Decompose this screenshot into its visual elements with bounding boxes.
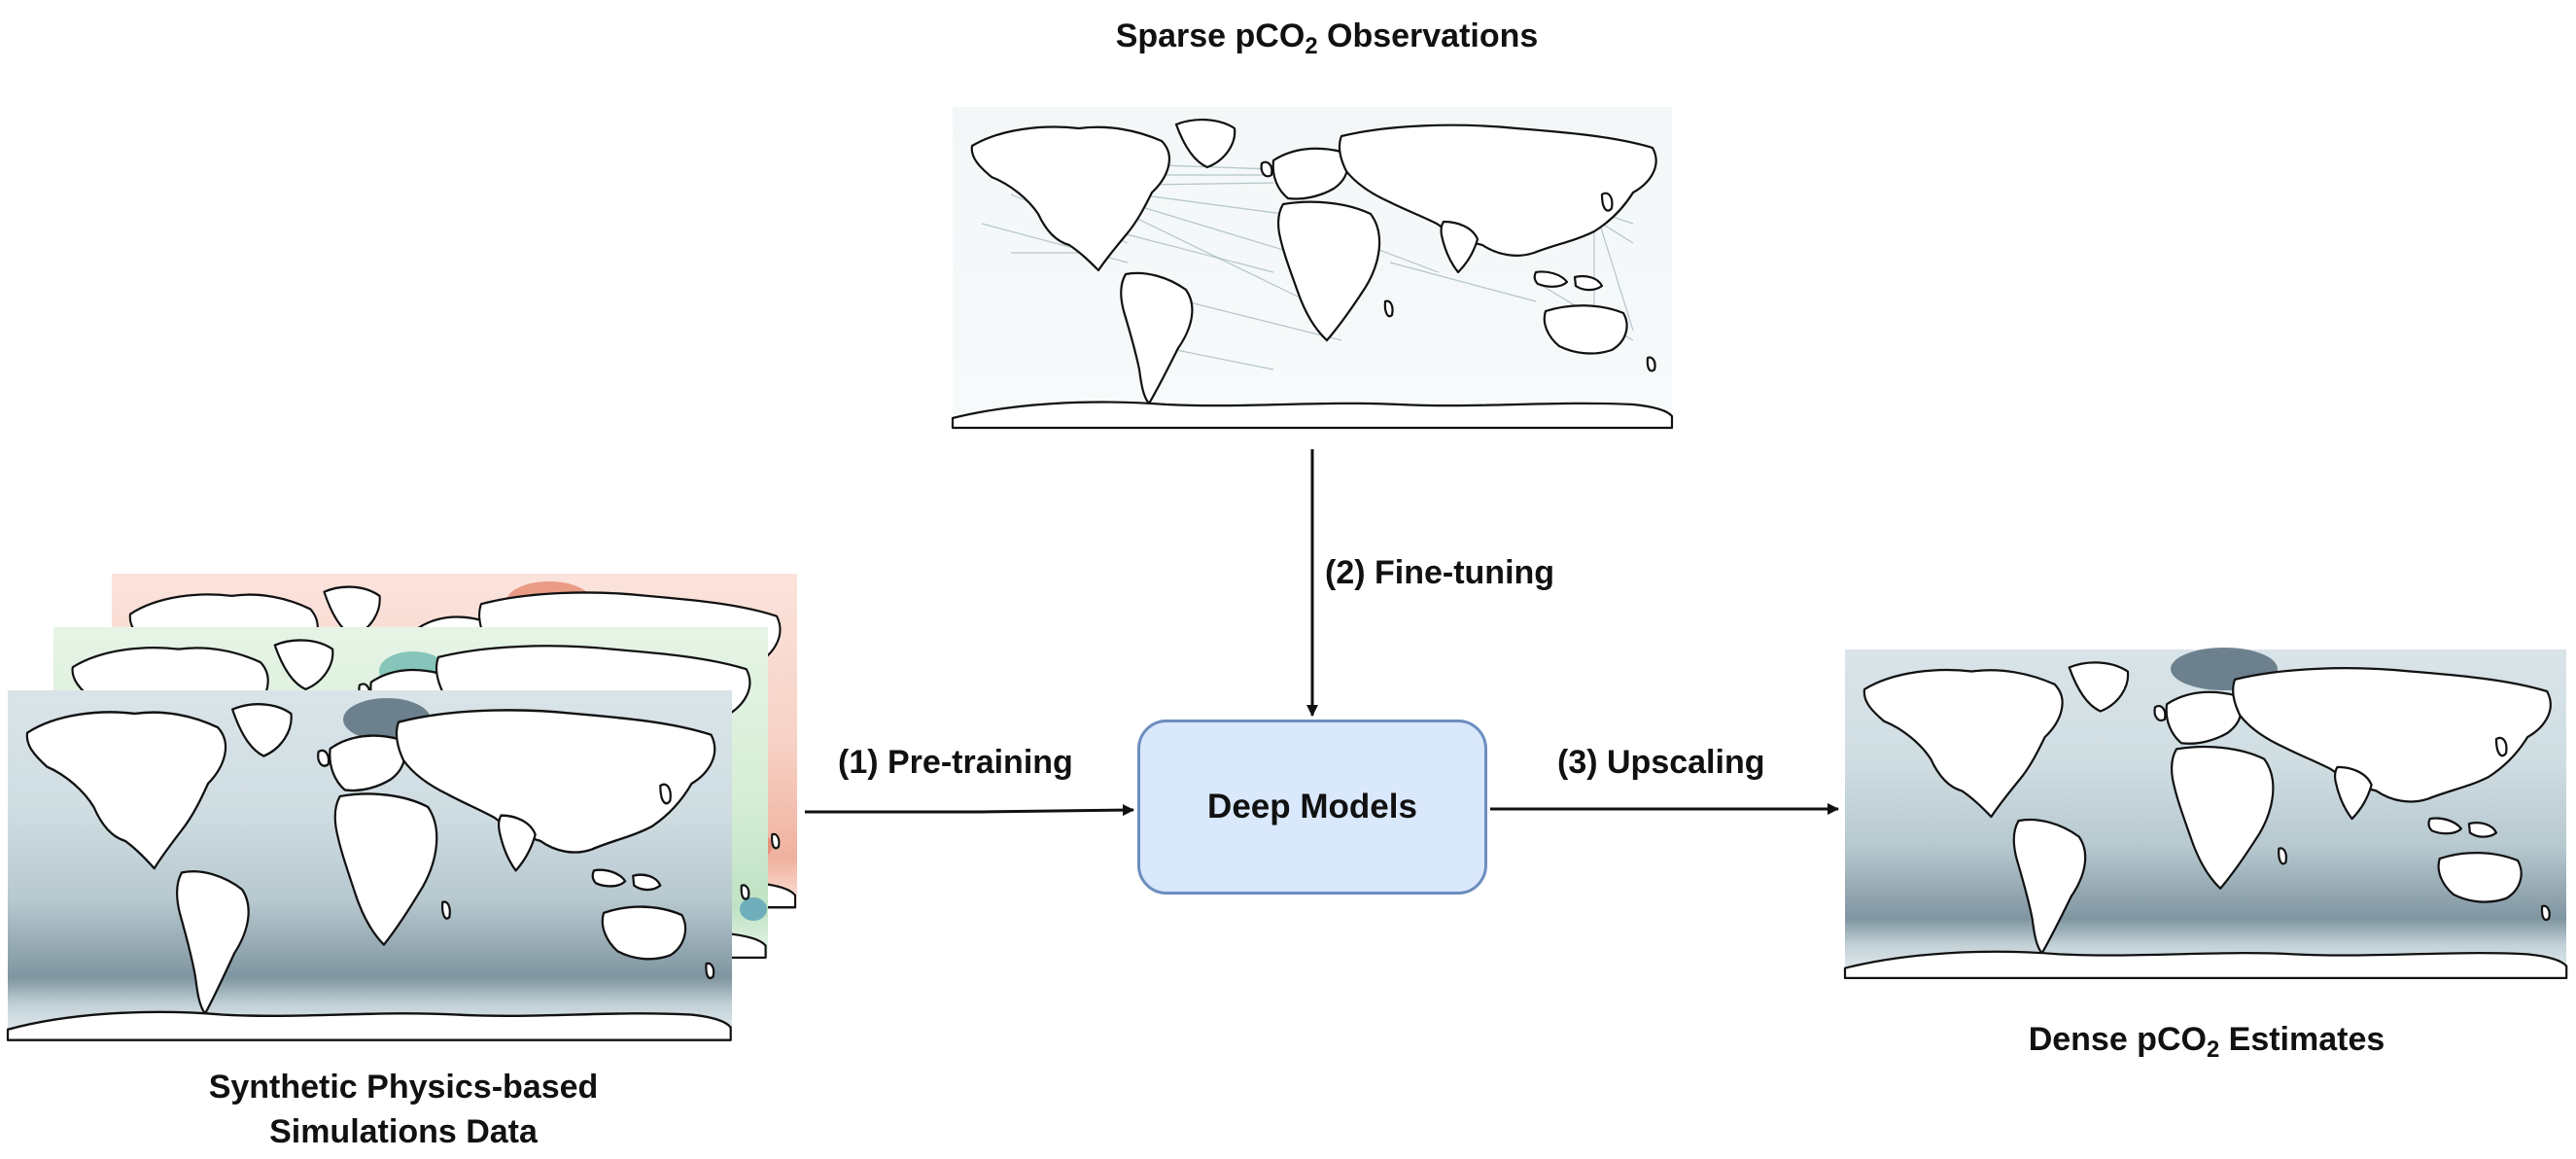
- right-map-caption: Dense pCO2 Estimates: [1915, 1021, 2498, 1064]
- top-map-title: Sparse pCO2 Observations: [1050, 18, 1604, 60]
- top-title-sub: 2: [1305, 33, 1318, 60]
- deep-models-label: Deep Models: [1207, 788, 1417, 825]
- sparse-observations-map: [951, 107, 1674, 430]
- deep-models-box: Deep Models: [1137, 720, 1487, 895]
- left-caption-line1: Synthetic Physics-based: [208, 1069, 599, 1106]
- pretraining-label: (1) Pre-training: [838, 744, 1073, 781]
- left-caption-line2: Simulations Data: [269, 1113, 538, 1150]
- right-caption-sub: 2: [2206, 1036, 2220, 1064]
- finetuning-label: (2) Fine-tuning: [1325, 554, 1555, 591]
- top-title-main: Sparse pCO: [1115, 18, 1305, 54]
- top-title-tail: Observations: [1317, 18, 1539, 54]
- pretraining-arrow: [805, 804, 1134, 817]
- right-caption-main: Dense pCO: [2028, 1021, 2207, 1058]
- upscaling-label: (3) Upscaling: [1557, 744, 1765, 781]
- simulation-map-slate: [6, 690, 732, 1041]
- right-caption-tail: Estimates: [2219, 1021, 2385, 1058]
- left-map-caption: Synthetic Physics-based Simulations Data: [97, 1065, 710, 1154]
- dense-estimates-map: [1843, 648, 2568, 980]
